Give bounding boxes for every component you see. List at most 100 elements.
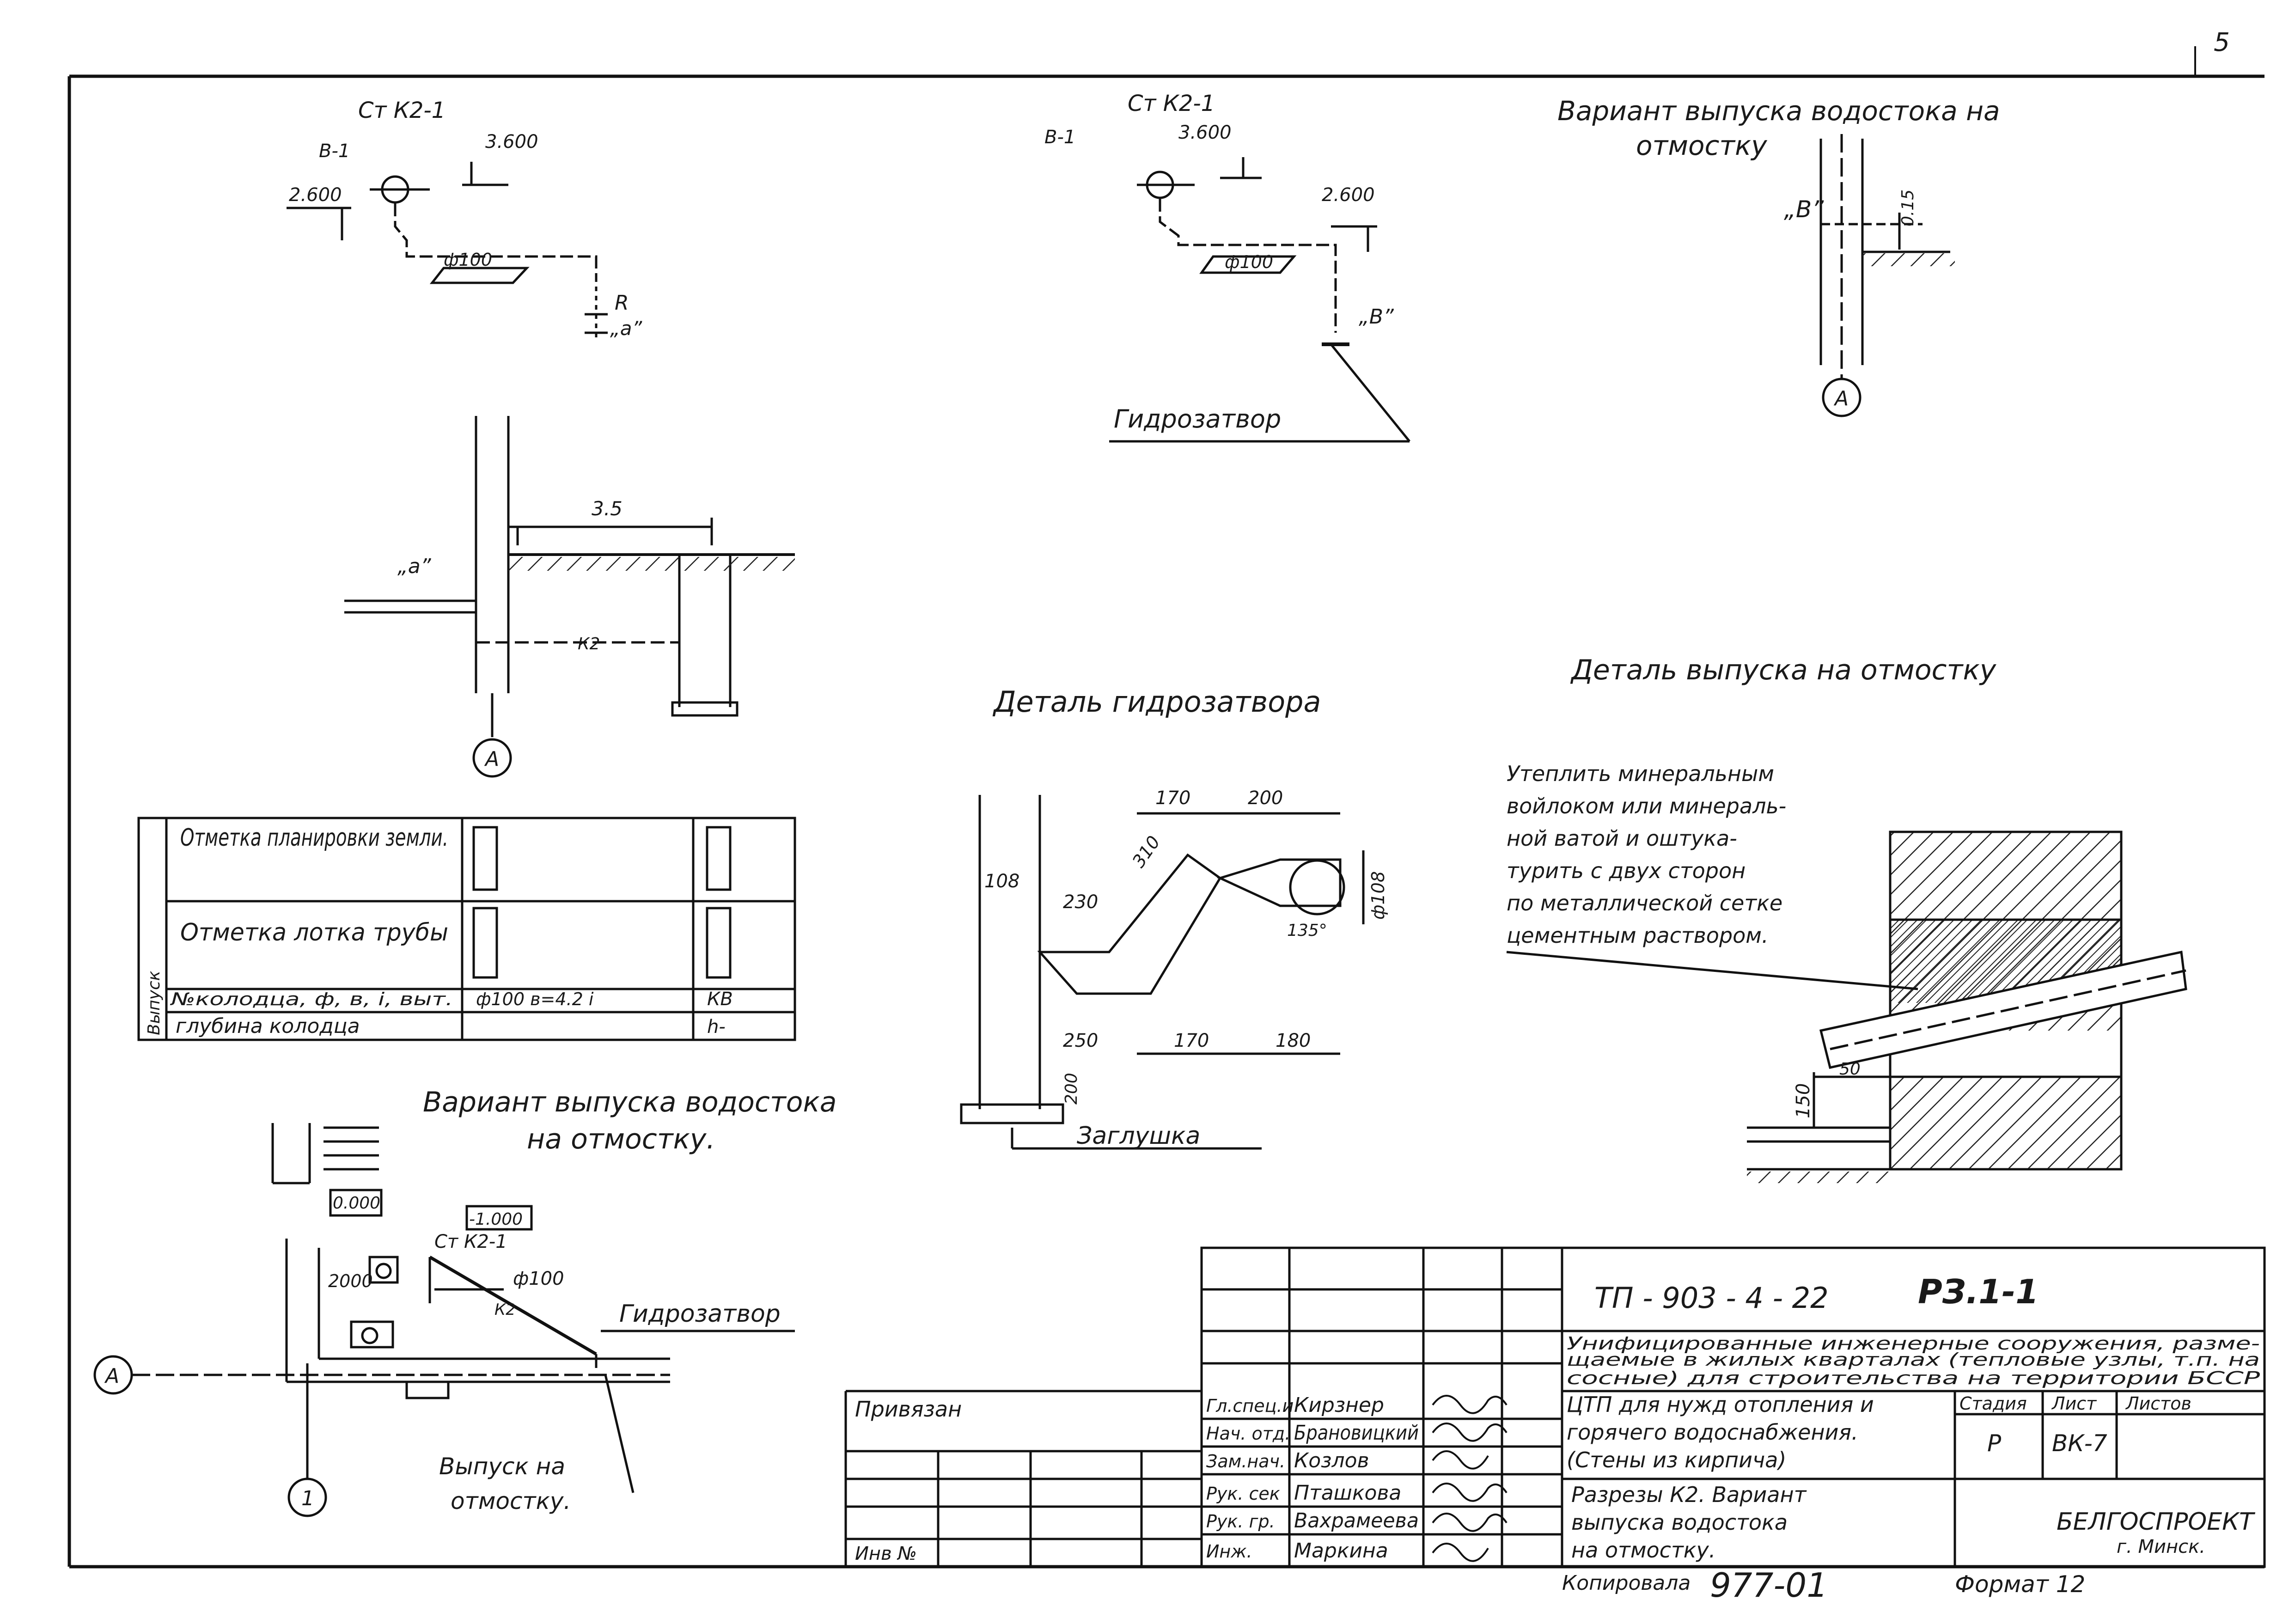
signer-name-5: Вахрамеева [1294, 1509, 1419, 1532]
plan-dim-2000: 2000 [328, 1271, 373, 1291]
hydro-title: Деталь гидрозатвора [992, 685, 1321, 719]
table-row-4-label: глубина колодца [176, 1014, 360, 1038]
plan-hydro-label: Гидрозатвор [619, 1300, 781, 1328]
signer-role-2: Нач. отд. [1206, 1423, 1290, 1444]
outlet-note-line-3: ной ватой и оштука- [1507, 826, 1737, 851]
hydro-detail [960, 795, 1365, 1150]
signer-role-5: Рук. гр. [1206, 1511, 1275, 1532]
diagram1-r-label: R [615, 291, 629, 315]
outlet-detail-lines [1506, 830, 2187, 1171]
diagram3-detail-ref: „В” [1784, 196, 1824, 223]
table-row-3-right: КВ [707, 989, 733, 1010]
stamp-number: 977-01 [1710, 1566, 1828, 1605]
stamp-title-3: сосные) для строительства на территории … [1567, 1368, 2260, 1388]
hydro-plug: Заглушка [1077, 1122, 1200, 1150]
stamp-org: БЕЛГОСПРОЕКТ [2057, 1508, 2256, 1536]
hydro-dim-170-top: 170 [1155, 788, 1190, 809]
outlet-detail-title: Деталь выпуска на отмостку [1570, 654, 1997, 686]
stamp-sheet-code: РЗ.1-1 [1918, 1272, 2039, 1311]
plan-dia: ф100 [513, 1268, 564, 1289]
signer-role-6: Инж. [1206, 1541, 1252, 1562]
hydro-dim-108: 108 [984, 871, 1019, 892]
signer-name-2: Брановицкий [1294, 1421, 1419, 1445]
diagram1-pipe-dia: ф100 [444, 250, 492, 270]
outlet-note: Утеплить минеральным войлоком или минера… [1507, 761, 1786, 948]
profile-table [137, 817, 796, 1041]
table-row-2-label: Отметка лотка трубы [180, 919, 448, 946]
section-axis-a: А [484, 747, 499, 771]
hydro-dim-200-side: 200 [1062, 1073, 1081, 1105]
diagram1-detail-ref: „а” [610, 317, 642, 340]
stamp-city: г. Минск. [2117, 1536, 2205, 1557]
outlet-dim-50: 50 [1839, 1060, 1861, 1079]
hydro-dim-180: 180 [1276, 1030, 1311, 1051]
section-dim-35: 3.5 [592, 497, 623, 520]
diagram2-pipe-dia: ф100 [1225, 252, 1273, 272]
diagram1-title: Ст К2-1 [358, 98, 446, 123]
hydro-dim-310: 310 [1128, 832, 1164, 872]
ground-hatch-1 [508, 557, 795, 571]
stamp-sheet-title-3: на отмостку. [1571, 1538, 1715, 1563]
stamp-title-2: щаемые в жилых кварталах (тепловые узлы,… [1567, 1349, 2260, 1370]
signer-name-6: Маркина [1294, 1539, 1388, 1563]
signer-role-1: Гл.спец.и [1206, 1396, 1294, 1416]
plan-elev-m1: -1.000 [469, 1210, 523, 1229]
diagram3-axis: А [1833, 387, 1849, 410]
stamp-sheet-label: Лист [2051, 1393, 2097, 1414]
diagram2-detail-ref: „В” [1359, 305, 1394, 329]
stamp-sheet-title-2: выпуска водостока [1571, 1510, 1788, 1535]
outlet-note-line-6: цементным раствором. [1507, 923, 1769, 948]
outlet-note-line-5: по металлической сетке [1507, 891, 1782, 916]
diagram1-b1: В-1 [319, 140, 350, 162]
hydro-dim-200-top: 200 [1248, 788, 1283, 809]
plan-outlet-1: Выпуск на [439, 1453, 565, 1480]
diagram2-b1: В-1 [1044, 127, 1075, 148]
ground-hatch-outlet [1747, 1172, 1890, 1183]
stamp-copied: Копировала [1562, 1571, 1691, 1595]
ground-hatch-3 [1862, 253, 1955, 266]
table-side-label: Выпуск [145, 971, 164, 1035]
diagram2-elev-right: 2.600 [1322, 184, 1375, 206]
plan-title-1: Вариант выпуска водостока [423, 1086, 837, 1118]
plan-title-2: на отмостку. [527, 1123, 715, 1155]
plan-axis-1: 1 [301, 1487, 314, 1510]
stamp-title-1: Унифицированные инженерные сооружения, р… [1567, 1333, 2260, 1354]
diagram3-dim: 0.15 [1898, 189, 1917, 226]
signer-name-1: Кирзнер [1294, 1393, 1384, 1417]
section-view-a [344, 416, 795, 778]
hydro-dim-135: 135° [1287, 921, 1327, 940]
stamp-privyazan: Привязан [855, 1397, 962, 1422]
stamp-part-1: ЦТП для нужд отопления и [1567, 1392, 1874, 1417]
page-number: 5 [2214, 27, 2230, 57]
plan-k2: К2 [494, 1300, 516, 1319]
hydro-dim-250: 250 [1063, 1030, 1098, 1051]
plan-axis-a: А [104, 1364, 119, 1388]
diagram2-title: Ст К2-1 [1128, 91, 1215, 116]
outlet-note-line-2: войлоком или минераль- [1507, 794, 1786, 818]
stamp-sheets-label: Листов [2125, 1393, 2191, 1414]
section-k2: К2 [578, 635, 600, 653]
stamp-signers: Гл.спец.и Кирзнер Нач. отд. Брановицкий … [1206, 1393, 1419, 1563]
hydro-dim-170-bottom: 170 [1174, 1030, 1209, 1051]
signature-scribbles [1432, 1395, 1508, 1562]
outlet-note-line-1: Утеплить минеральным [1507, 761, 1774, 786]
plan-stk: Ст К2-1 [434, 1231, 507, 1252]
diagram2-elev-top: 3.600 [1178, 122, 1232, 143]
diagram2-caption: Гидрозатвор [1114, 404, 1281, 433]
diagram3-title-2: отмостку [1636, 130, 1767, 161]
diagram-stk-1 [287, 162, 608, 337]
outlet-note-line-4: турить с двух сторон [1507, 858, 1746, 883]
plan-outlet-2: отмостку. [451, 1488, 571, 1514]
stamp-sheet: ВК-7 [2052, 1430, 2107, 1457]
hydro-dim-230: 230 [1063, 891, 1098, 913]
hydro-dim-phi108: ф108 [1368, 871, 1388, 920]
stamp-part-2: горячего водоснабжения. [1567, 1420, 1858, 1445]
section-a-label: „а” [397, 555, 432, 578]
signer-name-3: Козлов [1294, 1449, 1369, 1472]
table-row-4-right: h- [707, 1016, 726, 1038]
stamp-sheet-title-1: Разрезы К2. Вариант [1571, 1482, 1807, 1507]
title-block-grid [844, 1246, 2266, 1568]
stamp-stage: Р [1987, 1430, 2002, 1457]
diagram3-title-1: Вариант выпуска водостока на [1557, 95, 2000, 127]
